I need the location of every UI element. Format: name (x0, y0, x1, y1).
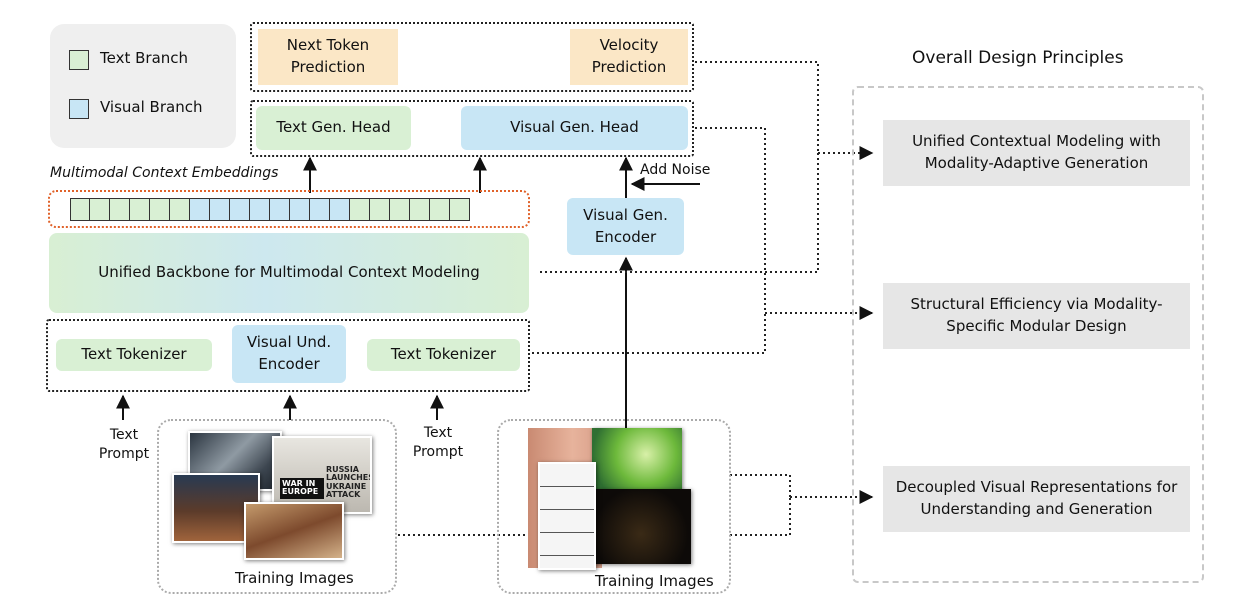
text-prompt-left: Text Prompt (98, 427, 150, 462)
legend-text-label: Text Branch (100, 49, 189, 67)
embedding-cell-visual (230, 198, 250, 221)
embedding-cell-text (130, 198, 150, 221)
embedding-cell-text (430, 198, 450, 221)
legend-visual-swatch (69, 99, 89, 119)
embedding-cell-text (150, 198, 170, 221)
principle-unified-contextual: Unified Contextual Modeling with Modalit… (883, 120, 1190, 186)
embedding-cell-text (70, 198, 90, 221)
connector-right-images-bottom (730, 497, 791, 536)
principles-title: Overall Design Principles (912, 48, 1124, 68)
embedding-cell-visual (270, 198, 290, 221)
visual-gen-encoder: Visual Gen. Encoder (567, 198, 684, 255)
embedding-cell-text (350, 198, 370, 221)
candles-image (591, 489, 691, 564)
text-tokenizer-right: Text Tokenizer (367, 339, 520, 371)
embedding-cells (70, 198, 470, 221)
embedding-cell-visual (330, 198, 350, 221)
training-images-right-frame (497, 419, 731, 594)
manga-image (538, 462, 596, 570)
training-images-left-frame (157, 419, 397, 594)
principle-structural-efficiency: Structural Efficiency via Modality-Speci… (883, 283, 1190, 349)
embedding-cell-visual (210, 198, 230, 221)
next-token-prediction: Next Token Prediction (258, 29, 398, 85)
connector-vhead-p2 (695, 127, 766, 313)
text-prompt-right: Text Prompt (412, 425, 464, 460)
heads-container (250, 100, 694, 157)
principles-container (852, 86, 1204, 583)
embedding-cell-text (410, 198, 430, 221)
embedding-cell-visual (290, 198, 310, 221)
legend (50, 24, 236, 148)
embeddings-container (48, 190, 530, 228)
tokenizer-container (46, 319, 530, 392)
prediction-container (250, 22, 694, 92)
embedding-cell-visual (190, 198, 210, 221)
market-image (244, 502, 344, 560)
embedding-cell-text (110, 198, 130, 221)
unified-backbone: Unified Backbone for Multimodal Context … (49, 233, 529, 313)
legend-text-swatch (69, 50, 89, 70)
legend-visual-label: Visual Branch (100, 98, 203, 116)
training-images-left-label: Training Images (235, 569, 354, 587)
embedding-cell-text (370, 198, 390, 221)
connector-right-images-top (730, 474, 791, 497)
embedding-cell-text (90, 198, 110, 221)
embedding-cell-text (450, 198, 470, 221)
newspaper-headline-1: WAR IN EUROPE (280, 478, 324, 499)
visual-gen-head: Visual Gen. Head (461, 106, 688, 150)
connector-velocity-p1 (695, 61, 819, 153)
velocity-prediction: Velocity Prediction (570, 29, 688, 85)
leaf-water-image (592, 428, 682, 494)
add-noise-label: Add Noise (640, 162, 711, 178)
text-gen-head: Text Gen. Head (256, 106, 411, 150)
embedding-cell-text (390, 198, 410, 221)
visual-und-encoder: Visual Und. Encoder (232, 325, 346, 383)
embedding-cell-visual (310, 198, 330, 221)
principle-decoupled-visual: Decoupled Visual Representations for Und… (883, 466, 1190, 532)
training-images-right-label: Training Images (595, 572, 714, 590)
connector-tokenizer-p2 (532, 313, 766, 354)
newspaper-headline-2: RUSSIA LAUNCHES UKRAINE ATTACK (326, 465, 372, 500)
embeddings-label: Multimodal Context Embeddings (50, 165, 279, 181)
text-tokenizer-left: Text Tokenizer (56, 339, 212, 371)
embedding-cell-visual (250, 198, 270, 221)
embedding-cell-text (170, 198, 190, 221)
newspaper-image: WAR IN EUROPE RUSSIA LAUNCHES UKRAINE AT… (272, 436, 372, 514)
